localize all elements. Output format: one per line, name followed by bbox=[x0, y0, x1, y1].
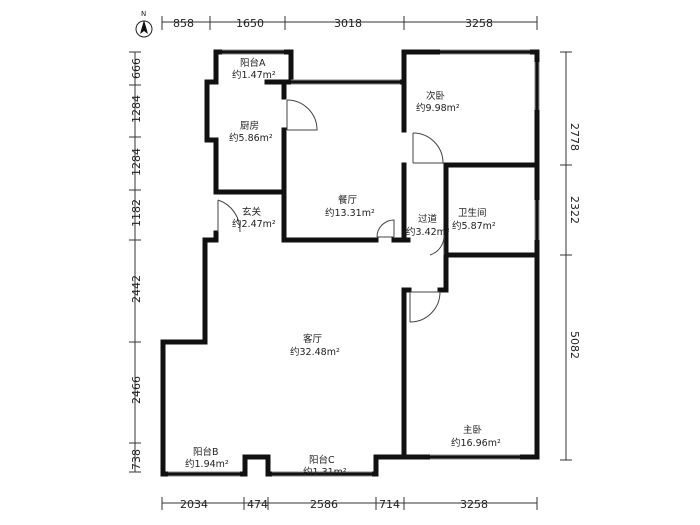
room-labels: 阳台A 约1.47m² 厨房 约5.86m² 次卧 约9.98m² 餐厅 约13… bbox=[185, 57, 501, 478]
right-dimension-lines bbox=[560, 51, 572, 461]
secondary-bedroom-name: 次卧 bbox=[426, 90, 446, 102]
top-dimension-labels: 858 1650 3018 3258 bbox=[173, 17, 493, 30]
right-dimension-labels: 2778 2322 5082 bbox=[568, 123, 581, 359]
balcony-b-name: 阳台B bbox=[193, 446, 219, 458]
entrance-name: 玄关 bbox=[242, 206, 262, 218]
dining-door bbox=[376, 219, 395, 238]
dining-name: 餐厅 bbox=[338, 194, 358, 206]
dim-bottom-4: 714 bbox=[379, 498, 400, 511]
dim-left-7: 738 bbox=[130, 449, 143, 470]
dim-top-4: 3258 bbox=[465, 17, 493, 30]
balcony-a-area: 约1.47m² bbox=[232, 69, 276, 81]
corridor-area: 约3.42m² bbox=[406, 226, 450, 238]
dim-bottom-5: 3258 bbox=[460, 498, 488, 511]
corridor-name: 过道 bbox=[418, 213, 438, 225]
secondary-bedroom-area: 约9.98m² bbox=[416, 102, 460, 114]
dim-right-3: 5082 bbox=[568, 331, 581, 359]
master-bedroom-name: 主卧 bbox=[463, 424, 483, 436]
secondary-bedroom-door bbox=[412, 132, 444, 164]
dim-top-2: 1650 bbox=[236, 17, 264, 30]
dim-top-3: 3018 bbox=[334, 17, 362, 30]
balcony-c-name: 阳台C bbox=[309, 454, 335, 466]
walls bbox=[160, 49, 540, 477]
dim-bottom-1: 2034 bbox=[180, 498, 208, 511]
dim-bottom-2: 474 bbox=[247, 498, 268, 511]
north-label: N bbox=[141, 10, 146, 18]
top-dimension-lines bbox=[161, 16, 538, 30]
balcony-a-name: 阳台A bbox=[240, 57, 266, 69]
dim-left-5: 2442 bbox=[130, 275, 143, 303]
dim-left-6: 2466 bbox=[130, 376, 143, 404]
bottom-dimension-labels: 2034 474 2586 714 3258 bbox=[180, 498, 488, 511]
balcony-b-area: 约1.94m² bbox=[185, 458, 229, 470]
left-dimension-lines bbox=[129, 51, 141, 473]
bathroom-name: 卫生间 bbox=[458, 207, 487, 219]
bathroom-door bbox=[429, 234, 445, 256]
left-dimension-labels: 666 1284 1284 1182 2442 2466 738 bbox=[130, 58, 143, 470]
master-bedroom-door bbox=[409, 291, 441, 323]
bottom-dimension-lines bbox=[161, 497, 538, 510]
dim-bottom-3: 2586 bbox=[310, 498, 338, 511]
dim-left-1: 666 bbox=[130, 58, 143, 79]
north-arrow-icon: N bbox=[135, 10, 153, 38]
dining-area: 约13.31m² bbox=[325, 207, 375, 219]
dim-left-3: 1284 bbox=[130, 148, 143, 176]
living-area: 约32.48m² bbox=[290, 346, 340, 358]
balcony-c-area: 约1.31m² bbox=[303, 466, 347, 478]
kitchen-name: 厨房 bbox=[240, 120, 259, 132]
dim-right-2: 2322 bbox=[568, 196, 581, 224]
doors bbox=[217, 99, 445, 323]
windows bbox=[168, 49, 540, 477]
dim-top-1: 858 bbox=[173, 17, 194, 30]
living-name: 客厅 bbox=[303, 333, 323, 345]
dim-left-4: 1182 bbox=[130, 199, 143, 227]
kitchen-door bbox=[286, 99, 318, 131]
entrance-area: 约2.47m² bbox=[232, 218, 276, 230]
master-bedroom-area: 约16.96m² bbox=[451, 437, 501, 449]
dim-right-1: 2778 bbox=[568, 123, 581, 151]
entrance-door bbox=[217, 199, 241, 233]
bathroom-area: 约5.87m² bbox=[452, 220, 496, 232]
dim-left-2: 1284 bbox=[130, 95, 143, 123]
kitchen-area: 约5.86m² bbox=[229, 132, 273, 144]
